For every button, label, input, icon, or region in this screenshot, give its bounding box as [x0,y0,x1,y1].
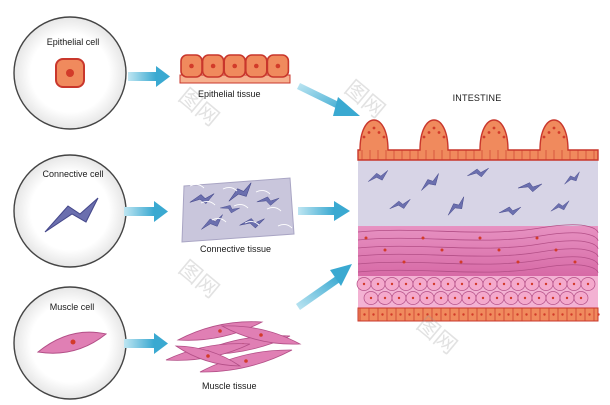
connective-fiber-cell [239,218,265,229]
arrow-connective-to-intestine [298,201,350,221]
arrow-muscle-to-intestine [296,264,352,310]
connective-fiber-cell [189,193,215,204]
connective-fiber-cell [564,171,580,185]
connective-fiber-cell [389,199,411,209]
arrow-epithelial [128,66,170,87]
arrow-muscle [124,333,168,354]
connective-tissue-label: Connective tissue [200,244,272,254]
connective-fiber-cell [550,200,570,212]
connective-tissue [181,177,295,243]
intestine-section [356,119,600,322]
epithelial-cell-label: Epithelial cell [46,37,100,47]
connective-fiber-cell [421,173,439,191]
epithelial-tissue [179,54,291,84]
epithelial-cell-circle [13,16,127,130]
connective-fiber-cell [256,196,280,206]
muscle-cell-label: Muscle cell [49,302,95,312]
connective-fiber-cell [467,168,489,178]
connective-fiber-cell [201,214,223,230]
connective-fiber-cell [447,196,465,216]
arrow-connective [124,201,168,222]
connective-cell-circle [13,154,127,268]
intestine-label: INTESTINE [452,93,502,103]
arrow-epithelial-to-intestine [297,83,360,116]
connective-fiber-cell [498,206,522,216]
connective-fiber-cell [228,182,252,202]
connective-fiber-cell [220,205,240,214]
epithelial-tissue-label: Epithelial tissue [198,89,261,99]
connective-cell-label: Connective cell [42,169,104,179]
muscle-tissue-label: Muscle tissue [202,381,257,391]
connective-fiber-cell [517,182,543,193]
connective-fiber-cell [368,170,388,182]
muscle-tissue [165,321,302,373]
